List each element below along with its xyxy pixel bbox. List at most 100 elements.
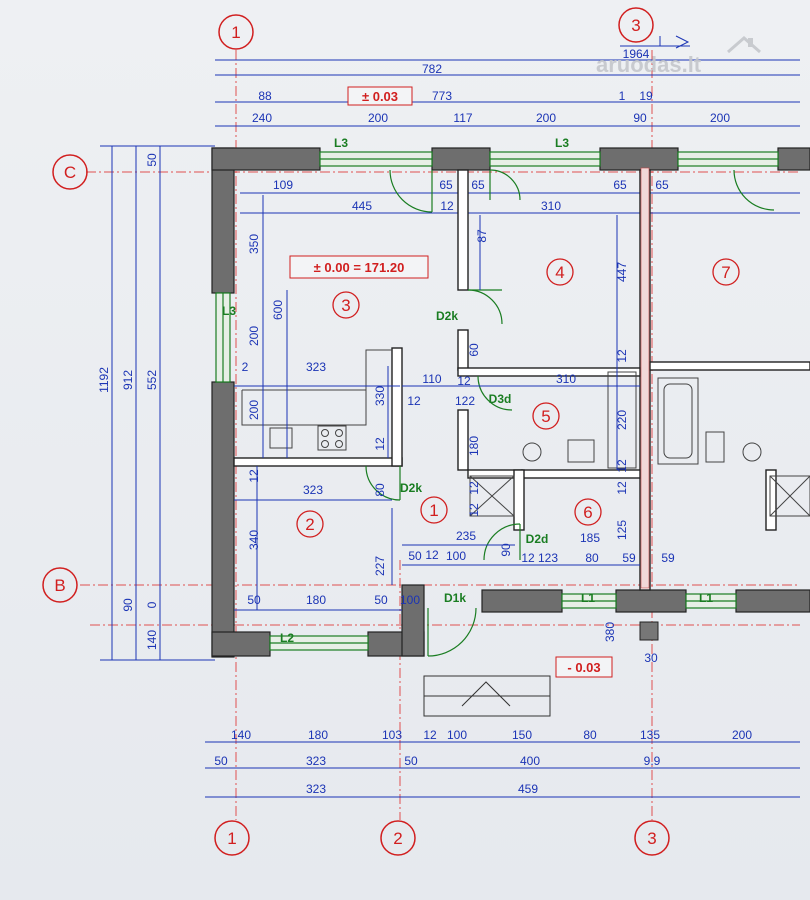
dim-12-l: 12 xyxy=(615,459,629,473)
watermark-logo: aruodas.lt xyxy=(596,36,761,77)
dim-1964: 1964 xyxy=(623,47,650,61)
svg-text:B: B xyxy=(54,576,65,595)
dim-12-j: 12 xyxy=(521,551,535,565)
svg-text:3: 3 xyxy=(647,829,656,848)
level-marker-bottom: - 0.03 xyxy=(555,656,613,678)
dim-65-a: 65 xyxy=(439,178,453,192)
window-label-l3-c: L3 xyxy=(222,304,236,318)
dim-b-80: 80 xyxy=(583,728,597,742)
dim-b-400: 400 xyxy=(520,754,540,768)
svg-text:1: 1 xyxy=(429,501,438,520)
dim-220: 220 xyxy=(615,410,629,430)
dim-235: 235 xyxy=(456,529,476,543)
bathroom-fixtures xyxy=(469,371,810,517)
dim-b-459: 459 xyxy=(518,782,538,796)
room-number-1: 1 xyxy=(420,496,448,524)
dim-117: 117 xyxy=(453,111,472,125)
dim-200-b: 200 xyxy=(536,111,556,125)
dim-310-b: 310 xyxy=(556,372,576,386)
top-dimension-lines xyxy=(215,35,800,214)
svg-text:- 0.03: - 0.03 xyxy=(567,660,600,675)
dim-100-b: 100 xyxy=(400,593,420,607)
dim-340: 340 xyxy=(247,530,261,550)
dim-1192: 1192 xyxy=(97,367,111,393)
dim-65-d: 65 xyxy=(655,178,669,192)
exterior-walls xyxy=(211,147,810,658)
dim-12-g: 12 xyxy=(247,469,261,483)
dim-200-b: 200 xyxy=(247,400,261,420)
axis-bubble-left-c: C xyxy=(52,154,88,190)
dim-180: 180 xyxy=(467,436,481,456)
axis-bubble-top-3: 3 xyxy=(618,7,654,43)
dim-12-e: 12 xyxy=(373,437,387,451)
dim-b-12: 12 xyxy=(423,728,437,742)
dim-b-50-b: 50 xyxy=(404,754,418,768)
dim-80-b: 80 xyxy=(585,551,599,565)
dim-50-a: 50 xyxy=(408,549,422,563)
room-number-3: 3 xyxy=(332,291,360,319)
window-label-l3-b: L3 xyxy=(555,136,569,150)
dim-88: 88 xyxy=(258,89,272,103)
dim-12-k: 12 xyxy=(425,548,439,562)
interior-dimension-lines xyxy=(234,195,640,611)
axis-bubble-top-1: 1 xyxy=(218,14,254,50)
window-label-l2: L2 xyxy=(280,631,294,645)
dim-b-150: 150 xyxy=(512,728,532,742)
window-label-l3-a: L3 xyxy=(334,136,348,150)
dim-50-c: 50 xyxy=(374,593,388,607)
dim-773: 773 xyxy=(432,89,452,103)
dim-125: 125 xyxy=(615,520,629,540)
room-number-4: 4 xyxy=(546,258,574,286)
bottom-dimension-lines xyxy=(205,741,800,798)
dim-b-140: 140 xyxy=(231,728,251,742)
dim-323-a: 323 xyxy=(306,360,326,374)
windows xyxy=(215,151,779,651)
chimney-duct xyxy=(639,167,659,641)
dim-310-a: 310 xyxy=(541,199,561,213)
dim-b-103: 103 xyxy=(382,728,402,742)
dim-12-f: 12 xyxy=(467,481,481,495)
dim-912: 912 xyxy=(121,370,135,390)
dim-b-200: 200 xyxy=(732,728,752,742)
dim-30: 30 xyxy=(644,651,658,665)
dim-90-int: 90 xyxy=(499,543,513,557)
dim-109: 109 xyxy=(273,178,293,192)
dim-b-323-a: 323 xyxy=(306,754,326,768)
axis-bubble-bottom-3: 3 xyxy=(634,820,670,856)
svg-text:4: 4 xyxy=(555,263,564,282)
door-label-d3d: D3d xyxy=(489,392,512,406)
dim-59-a: 59 xyxy=(622,551,636,565)
dim-323-b: 323 xyxy=(303,483,323,497)
dim-552: 552 xyxy=(145,370,159,390)
door-label-d2k-a: D2k xyxy=(436,309,458,323)
svg-text:± 0.00 = 171.20: ± 0.00 = 171.20 xyxy=(314,260,405,275)
dim-200-c: 200 xyxy=(710,111,730,125)
dim-80: 80 xyxy=(373,483,387,497)
dim-60: 60 xyxy=(467,343,481,357)
axis-bubble-bottom-2: 2 xyxy=(380,820,416,856)
dim-200-a: 200 xyxy=(247,326,261,346)
axis-bubble-bottom-1: 1 xyxy=(214,820,250,856)
dim-100-a: 100 xyxy=(446,549,466,563)
svg-text:2: 2 xyxy=(305,515,314,534)
level-marker-top: ± 0.03 xyxy=(347,86,413,106)
dim-90: 90 xyxy=(633,111,647,125)
svg-text:5: 5 xyxy=(541,407,550,426)
dim-b-135: 135 xyxy=(640,728,660,742)
dim-350: 350 xyxy=(247,234,261,254)
dim-110: 110 xyxy=(422,372,441,386)
dim-b-50-a: 50 xyxy=(214,754,228,768)
dim-12-h: 12 xyxy=(467,503,481,517)
dim-19: 19 xyxy=(639,89,653,103)
dim-123: 123 xyxy=(538,551,558,565)
entrance-steps xyxy=(423,675,551,717)
dim-b-180: 180 xyxy=(308,728,328,742)
svg-text:3: 3 xyxy=(341,296,350,315)
dim-600: 600 xyxy=(271,300,285,320)
dim-240: 240 xyxy=(252,111,272,125)
door-label-d2d: D2d xyxy=(526,532,549,546)
axis-lines xyxy=(80,50,800,820)
room-number-7: 7 xyxy=(712,258,740,286)
dim-2: 2 xyxy=(242,360,249,374)
